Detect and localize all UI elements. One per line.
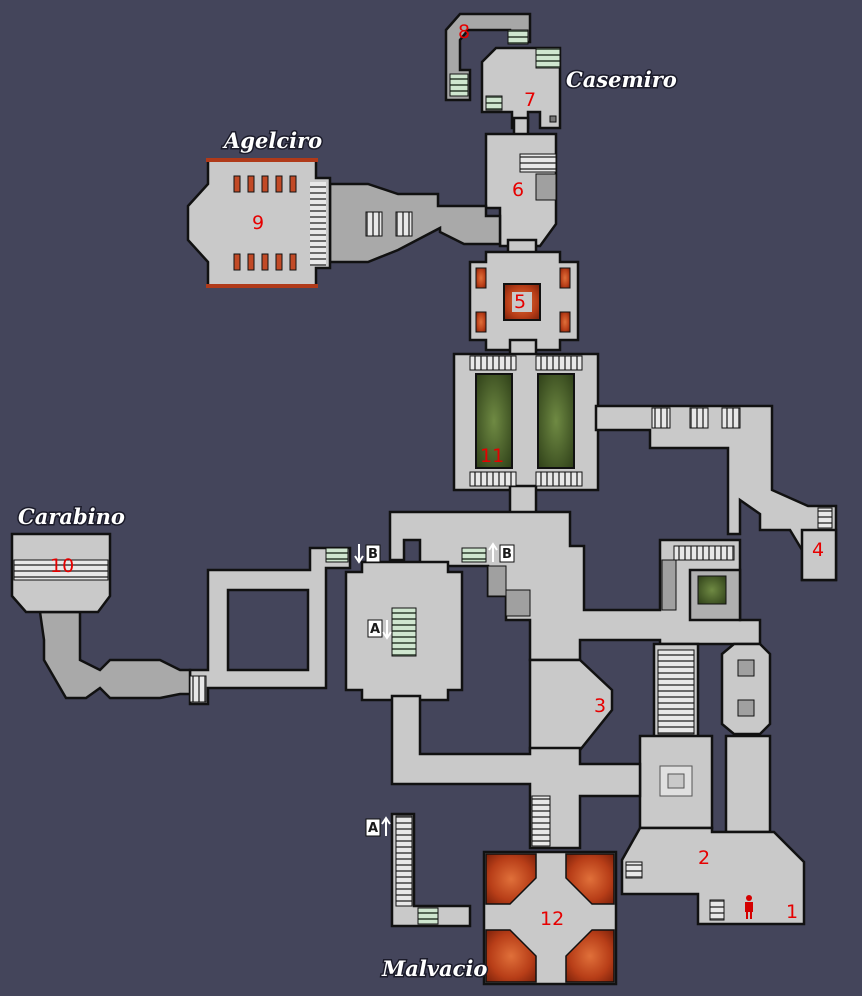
- boss-label-agelciro: Agelciro: [222, 128, 322, 153]
- warp-a-room: A: [367, 619, 392, 640]
- loop-hole: [226, 588, 310, 672]
- room-number-4: 4: [812, 539, 824, 561]
- corridor-10: [38, 610, 192, 700]
- room-number-8: 8: [458, 21, 470, 43]
- warp-b-right: B: [488, 542, 515, 563]
- boss-label-casemiro: Casemiro: [566, 67, 677, 92]
- warp-a-label: A: [368, 821, 378, 836]
- corridor-a-south: [390, 694, 642, 850]
- arrow-up-icon: [488, 542, 498, 562]
- corridor-right-south: [724, 734, 772, 834]
- room-9-detail: [206, 158, 413, 288]
- arrow-down-icon: [382, 620, 392, 640]
- room-number-3: 3: [594, 695, 606, 717]
- room-6-detail: [519, 153, 557, 201]
- room-7-detail: [449, 29, 561, 123]
- room-number-2: 2: [698, 847, 710, 869]
- corridor-6-9: [328, 182, 502, 264]
- boss-label-malvacio: Malvacio: [381, 956, 487, 981]
- room-number-1: 1: [786, 901, 798, 923]
- room-number-6: 6: [512, 179, 524, 201]
- room-4: [800, 528, 838, 582]
- boss-label-carabino: Carabino: [18, 504, 125, 529]
- hub-detail: [487, 545, 755, 921]
- room-10-detail: [13, 559, 109, 581]
- warp-a-south: A: [365, 816, 391, 837]
- warp-b-left: B: [354, 544, 381, 564]
- room-a-detail: [189, 547, 487, 703]
- room-number-5: 5: [514, 291, 526, 313]
- corridor-east-detail: [651, 407, 833, 529]
- warp-a-label: A: [370, 622, 380, 637]
- room-pillars: [720, 642, 772, 736]
- room-number-7: 7: [524, 89, 536, 111]
- room-11-detail: [469, 355, 583, 487]
- room-number-10: 10: [50, 555, 74, 577]
- player-figure-icon: [745, 895, 753, 919]
- room-number-12: 12: [540, 908, 564, 930]
- room-number-9: 9: [252, 212, 264, 234]
- warp-b-label: B: [502, 547, 512, 562]
- room-5-detail: [475, 267, 571, 333]
- warp-b-label: B: [368, 547, 378, 562]
- arrow-up-icon: [381, 816, 391, 836]
- room-12-detail: [395, 815, 615, 983]
- room-2: [620, 826, 806, 926]
- room-number-11: 11: [480, 445, 504, 467]
- arrow-down-icon: [354, 544, 364, 564]
